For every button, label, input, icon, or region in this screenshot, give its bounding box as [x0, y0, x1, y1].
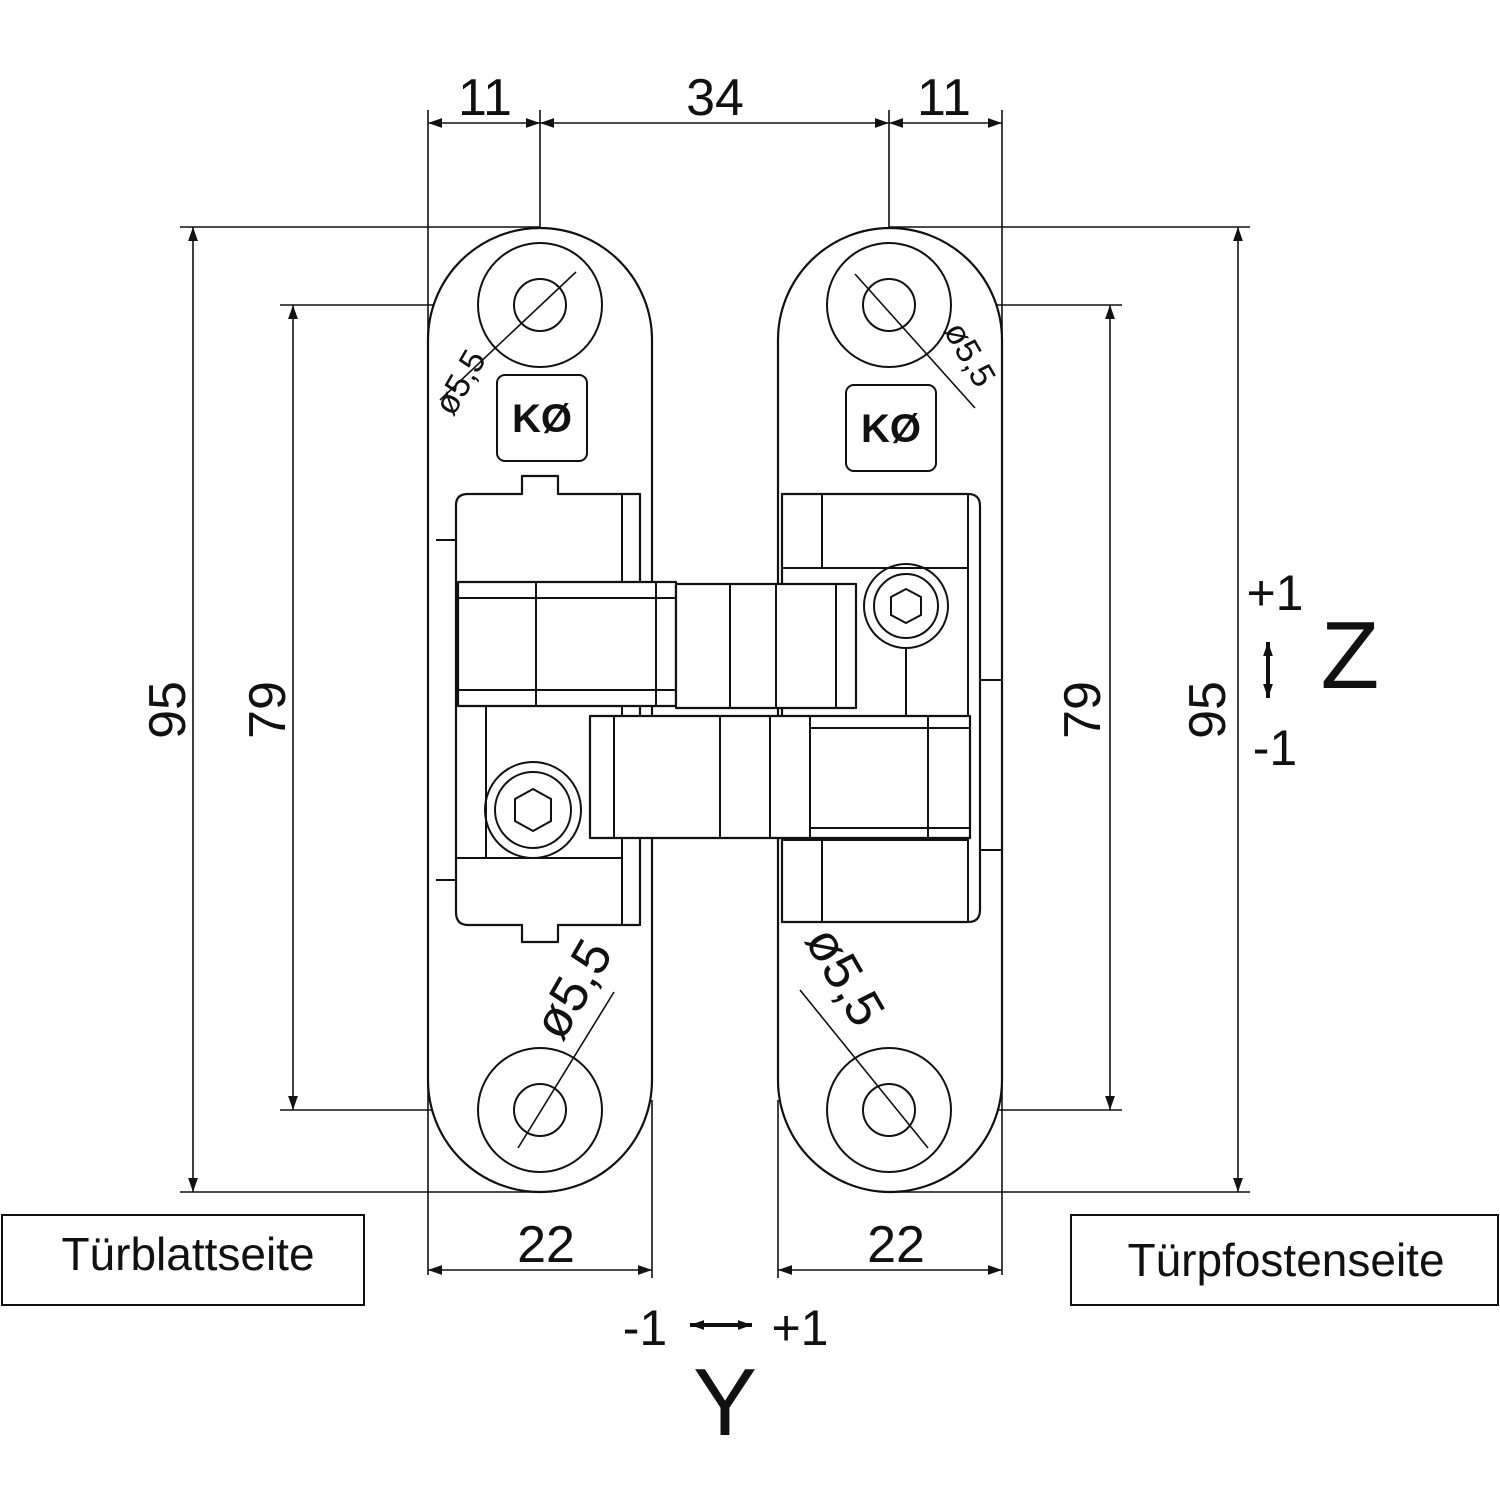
door-leaf-side-label: Türblattseite [1, 1214, 365, 1306]
door-frame-side-text: Türpfostenseite [1127, 1234, 1444, 1286]
top-dimension-labels: 11 34 11 [458, 69, 971, 127]
dim-height-outer-right: 95 [1179, 681, 1237, 739]
z-minus-label: -1 [1253, 720, 1297, 776]
dimension-lines [180, 110, 1250, 1278]
y-minus-label: -1 [623, 1300, 667, 1356]
door-leaf-side-text: Türblattseite [61, 1228, 314, 1280]
hole-leaders [439, 271, 976, 1149]
z-plus-label: +1 [1246, 565, 1303, 621]
logo-right: KØ [861, 407, 921, 451]
logo-left: KØ [512, 397, 572, 441]
y-plus-label: +1 [771, 1300, 828, 1356]
z-adjustment-indicator: +1 -1 Z [1246, 565, 1379, 776]
dim-width-right: 22 [867, 1216, 925, 1274]
logos: KØ KØ [512, 397, 921, 451]
hinge-arms [588, 582, 972, 840]
z-axis-label: Z [1321, 602, 1380, 709]
dim-height-outer-left: 95 [139, 681, 197, 739]
dim-top-mid: 34 [686, 69, 744, 127]
y-adjustment-indicator: -1 +1 Y [623, 1300, 829, 1456]
dim-height-inner-left: 79 [239, 681, 297, 739]
dim-top-right: 11 [917, 69, 971, 127]
dim-top-left: 11 [458, 69, 512, 127]
side-dimension-labels: 95 79 79 95 [139, 681, 1237, 739]
door-frame-side-label: Türpfostenseite [1070, 1214, 1499, 1306]
dim-height-inner-right: 79 [1054, 681, 1112, 739]
bottom-dimension-labels: 22 22 [517, 1216, 925, 1274]
dim-width-left: 22 [517, 1216, 575, 1274]
y-axis-label: Y [693, 1349, 757, 1456]
left-hinge-plate [426, 226, 678, 1194]
